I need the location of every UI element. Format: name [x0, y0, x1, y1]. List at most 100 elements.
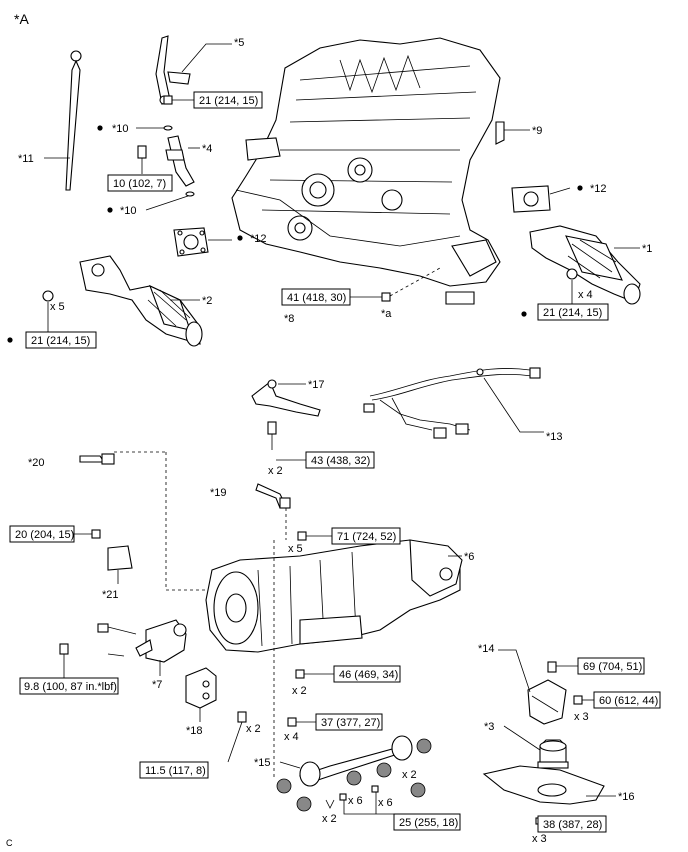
callout-16: *16 — [618, 791, 635, 803]
bullet-icon — [7, 337, 13, 343]
torque-17-text: 43 (438, 32) — [311, 455, 370, 467]
torque-7-text: 9.8 (100, 87 in.*lbf) — [24, 681, 117, 693]
torque-box-18 — [139, 761, 209, 779]
hose-19 — [255, 483, 291, 509]
torque-60-text: 60 (612, 44) — [599, 695, 658, 707]
o-ring-icon — [163, 125, 173, 131]
torque-69-text: 69 (704, 51) — [583, 661, 642, 673]
torque-box-6 — [331, 527, 401, 545]
wire-harness — [363, 367, 541, 439]
transmission-assembly — [205, 539, 463, 653]
callout-20: *20 — [28, 457, 45, 469]
torque-box-37 — [315, 713, 383, 731]
bullet-icon — [107, 207, 113, 213]
view-label: *A — [14, 11, 29, 27]
bracket-9 — [495, 121, 505, 145]
qty-cat1: x 4 — [578, 289, 593, 301]
torque-25-text: 25 (255, 18) — [399, 817, 458, 829]
qty-cat2: x 5 — [50, 301, 65, 313]
callout-13: *13 — [546, 431, 563, 443]
torque-1-text: 21 (214, 15) — [543, 307, 602, 319]
oil-level-gauge — [65, 50, 82, 191]
mount-bracket-14 — [527, 679, 567, 725]
callout-1: *1 — [642, 243, 652, 255]
callout-12b: *12 — [590, 183, 607, 195]
bullet-icon — [521, 311, 527, 317]
torque-5-text: 21 (214, 15) — [199, 95, 258, 107]
callout-a: *a — [381, 308, 392, 320]
qty-46: x 2 — [292, 685, 307, 697]
catalytic-converter-left — [79, 255, 203, 347]
gasket-right — [511, 185, 551, 213]
torque-box-7 — [19, 677, 119, 695]
qty-37: x 4 — [284, 731, 299, 743]
callout-9: *9 — [532, 125, 542, 137]
callout-4: *4 — [202, 143, 212, 155]
callout-2: *2 — [202, 295, 212, 307]
torque-box-2 — [25, 331, 97, 349]
callout-10b: *10 — [120, 205, 137, 217]
torque-box-17 — [305, 451, 375, 469]
bullet-icon — [577, 185, 583, 191]
bracket-18 — [185, 667, 217, 709]
callout-18: *18 — [186, 725, 203, 737]
callout-5: *5 — [234, 37, 244, 49]
torque-box-1 — [537, 303, 609, 321]
torque-4-text: 10 (102, 7) — [113, 178, 166, 190]
catalytic-converter-right — [529, 225, 641, 305]
torque-2-text: 21 (214, 15) — [31, 335, 90, 347]
gauge-guide — [155, 35, 191, 105]
torque-box-60 — [593, 691, 661, 709]
torque-41-text: 41 (418, 30) — [287, 292, 346, 304]
callout-12a: *12 — [250, 233, 267, 245]
callout-15: *15 — [254, 757, 271, 769]
torque-46-text: 46 (469, 34) — [339, 669, 398, 681]
torque-6-text: 71 (724, 52) — [337, 531, 396, 543]
propeller-shaft — [276, 735, 432, 812]
qty-17: x 2 — [268, 465, 283, 477]
callout-14: *14 — [478, 643, 495, 655]
callout-21: *21 — [102, 589, 119, 601]
qty-6: x 5 — [288, 543, 303, 555]
starter-assembly — [97, 619, 187, 663]
torque-38-text: 38 (387, 28) — [543, 819, 602, 831]
qty-60: x 3 — [574, 711, 589, 723]
callout-19: *19 — [210, 487, 227, 499]
qty-15b: x 6 — [348, 795, 363, 807]
qty-15d: x 2 — [402, 769, 417, 781]
qty-15a: x 2 — [322, 813, 337, 825]
corner-code: C — [6, 838, 13, 848]
torque-box-25 — [393, 813, 461, 831]
callout-6: *6 — [464, 551, 474, 563]
engine-assembly — [231, 37, 501, 305]
crossmember — [482, 765, 605, 805]
mount-insulator — [537, 739, 569, 769]
gasket-left — [173, 227, 209, 257]
torque-box-4 — [107, 174, 173, 192]
bullet-icon — [237, 235, 243, 241]
callout-17: *17 — [308, 379, 325, 391]
bracket-17 — [251, 379, 321, 417]
nut-icon — [325, 799, 335, 809]
torque-box-5 — [193, 91, 263, 109]
torque-box-38 — [537, 815, 607, 833]
bullet-icon — [97, 125, 103, 131]
bolt-icon — [381, 292, 391, 302]
torque-21-text: 20 (204, 15) — [15, 529, 74, 541]
bracket-21 — [107, 545, 133, 571]
callout-7: *7 — [152, 679, 162, 691]
qty-18: x 2 — [246, 723, 261, 735]
torque-box-69 — [577, 657, 645, 675]
callout-10a: *10 — [112, 123, 129, 135]
callout-8: *8 — [284, 313, 294, 325]
callout-3: *3 — [484, 721, 494, 733]
guide-part — [165, 135, 195, 187]
hose-20 — [79, 453, 115, 465]
qty-15c: x 6 — [378, 797, 393, 809]
torque-37-text: 37 (377, 27) — [321, 717, 380, 729]
qty-38: x 3 — [532, 833, 547, 845]
torque-18-text: 11.5 (117, 8) — [145, 765, 206, 777]
torque-box-46 — [333, 665, 401, 683]
callout-11: *11 — [18, 153, 34, 165]
